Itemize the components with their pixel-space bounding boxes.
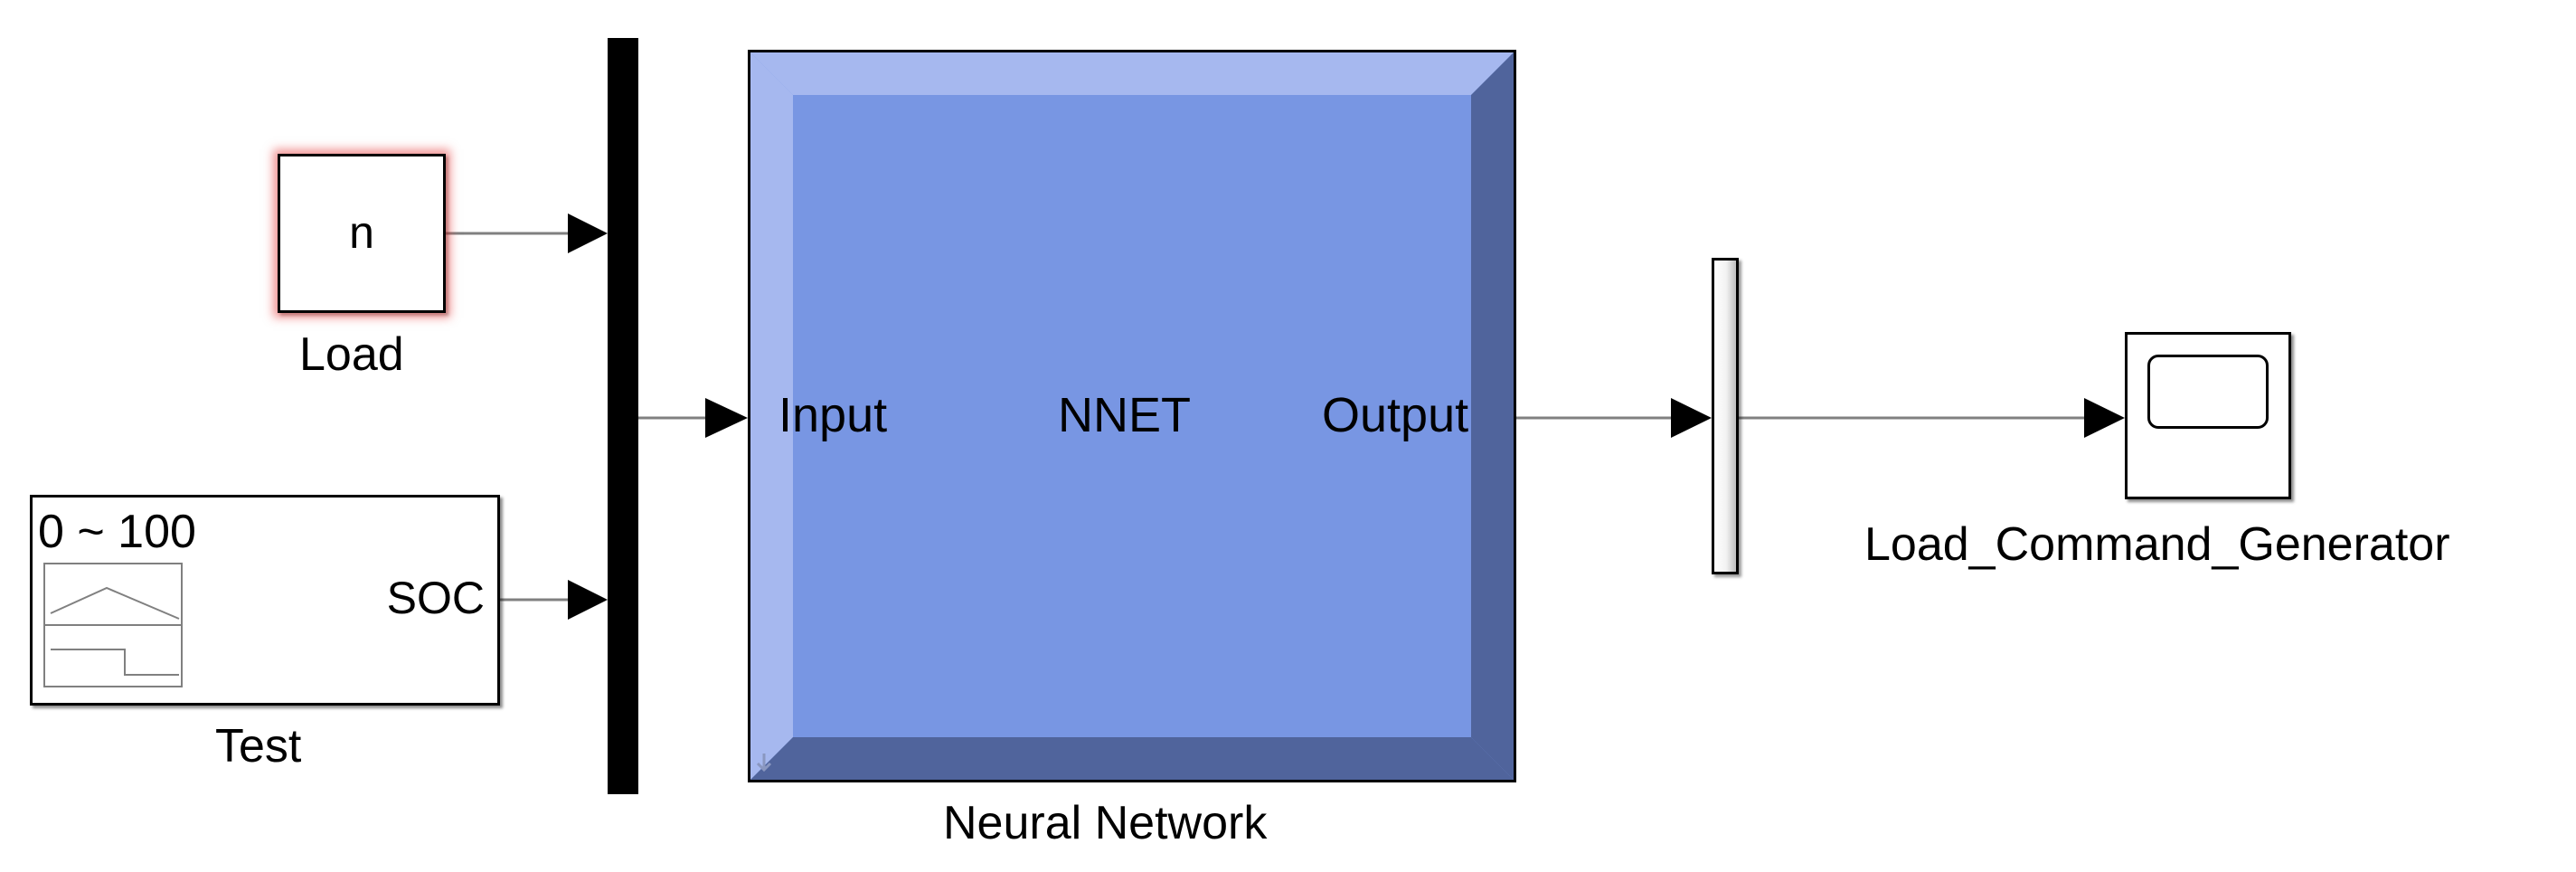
test-block-label: Test [215, 720, 302, 772]
nn-input-port-label: Input [778, 388, 888, 442]
test-block-range: 0 ~ 100 [38, 506, 196, 558]
scope-screen-icon [2147, 355, 2269, 429]
arrowhead-load [568, 213, 608, 253]
load-block-label: Load [299, 328, 404, 381]
load-block-text: n [349, 207, 374, 258]
nn-output-port-label: Output [1322, 388, 1469, 442]
mux-block[interactable] [608, 38, 638, 794]
neural-network-label: Neural Network [943, 797, 1268, 849]
load-block[interactable]: n [278, 154, 446, 313]
arrowhead-scope-input [2084, 398, 2125, 438]
arrowhead-nn-input [705, 398, 748, 438]
demux-block[interactable] [1712, 258, 1739, 574]
signal-builder-icon [43, 563, 183, 687]
scope-block-label: Load_Command_Generator [1864, 518, 2450, 571]
scope-block[interactable] [2125, 332, 2291, 499]
test-block[interactable]: 0 ~ 100 SOC [30, 495, 500, 706]
nn-block-title: NNET [1058, 388, 1191, 442]
annotation-arrow-icon [756, 754, 772, 772]
arrowhead-demux-input [1671, 398, 1712, 438]
arrowhead-test [568, 580, 608, 620]
test-block-port-label: SOC [386, 573, 485, 623]
neural-network-block[interactable] [748, 50, 1516, 782]
